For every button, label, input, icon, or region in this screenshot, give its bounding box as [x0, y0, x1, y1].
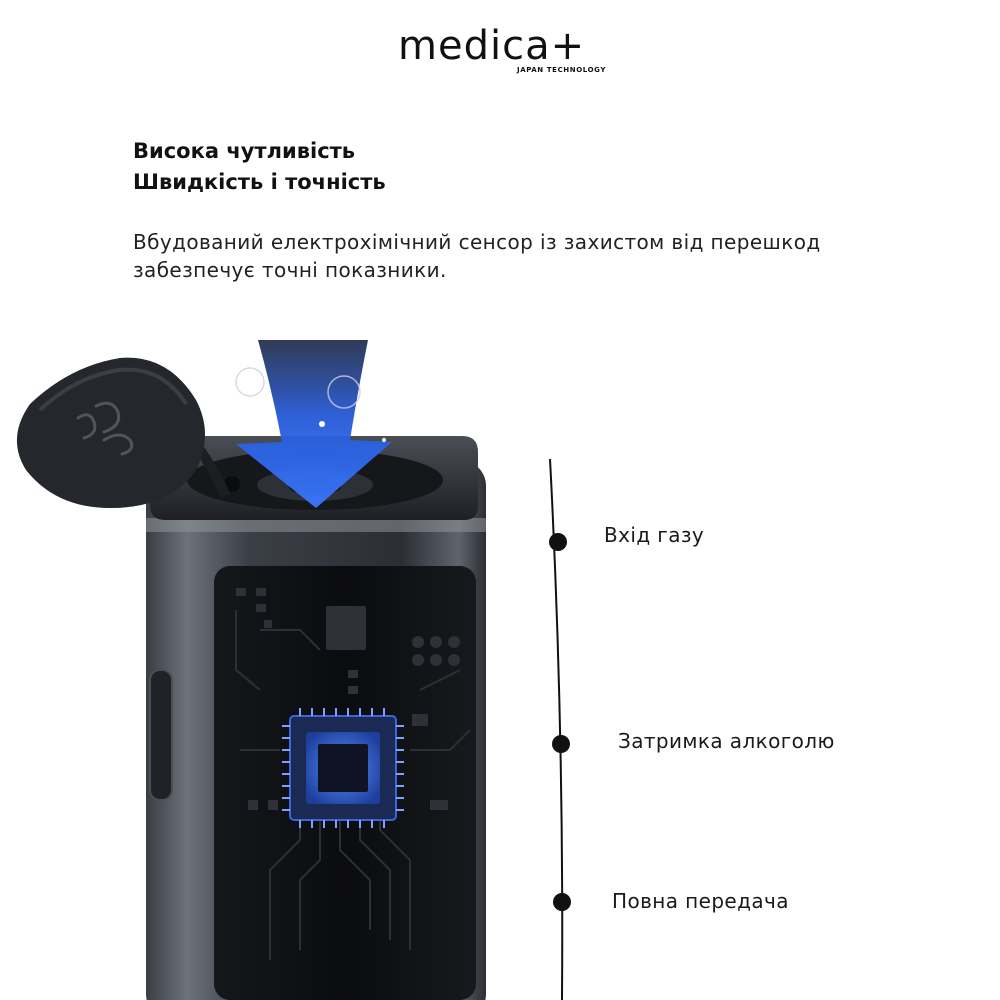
brand-name: medica+ — [398, 23, 586, 69]
timeline-dot-1 — [549, 533, 567, 551]
feature-gas-inlet: Вхід газу — [604, 523, 705, 547]
processor-chip-icon — [282, 708, 404, 828]
description-line-1: Вбудований електрохімічний сенсор із зах… — [133, 230, 821, 254]
feature-alcohol-retention: Затримка алкоголю — [618, 729, 835, 753]
feature-timeline — [549, 458, 571, 1000]
breathalyzer-illustration — [16, 340, 486, 1000]
brand-tagline: JAPAN TECHNOLOGY — [516, 66, 606, 74]
circuit-components — [236, 588, 460, 810]
timeline-line — [549, 458, 564, 1000]
downward-arrow-icon — [235, 340, 392, 508]
timeline-dot-2 — [552, 735, 570, 753]
headline: Висока чутливість Швидкість і точність — [133, 136, 386, 198]
description-line-2: забезпечує точні показники. — [133, 258, 447, 282]
timeline-dot-3 — [553, 893, 571, 911]
feature-full-transmission: Повна передача — [612, 889, 789, 913]
brand-logo: medica+ JAPAN TECHNOLOGY — [398, 22, 608, 82]
circuit-board — [235, 610, 471, 960]
mouthpiece-cap — [16, 357, 231, 508]
headline-line-1: Висока чутливість — [133, 139, 356, 163]
description: Вбудований електрохімічний сенсор із зах… — [133, 228, 933, 284]
headline-line-2: Швидкість і точність — [133, 170, 386, 194]
breath-wave-icon — [76, 401, 134, 456]
